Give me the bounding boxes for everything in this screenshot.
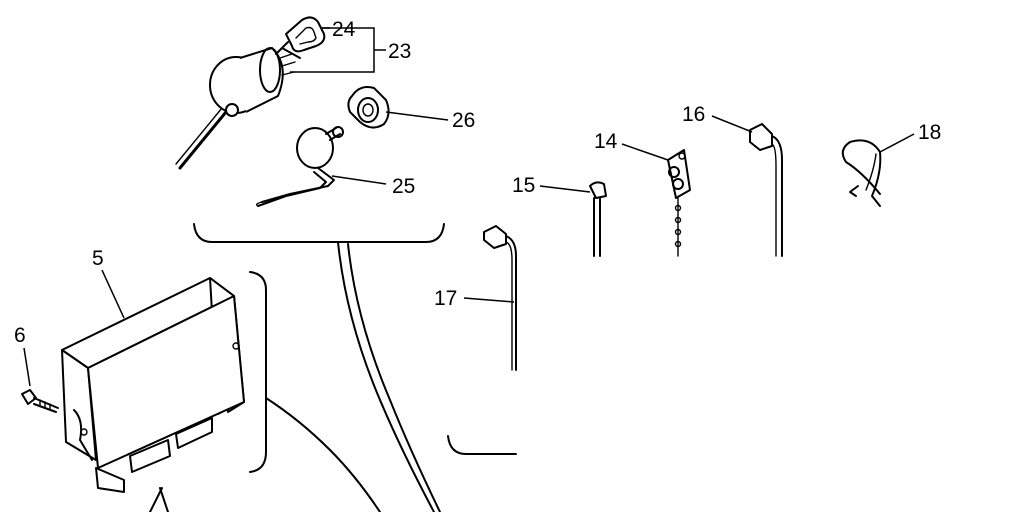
callout-23: 23 bbox=[388, 40, 411, 63]
leader-14 bbox=[621, 143, 669, 161]
connector-15-drawing bbox=[589, 181, 607, 257]
key-drawing bbox=[275, 16, 326, 59]
connector-14-drawing bbox=[667, 149, 691, 257]
leader-5 bbox=[101, 269, 125, 319]
clip-drawing bbox=[841, 139, 882, 207]
leader-15 bbox=[539, 185, 591, 193]
leader-25 bbox=[331, 175, 387, 185]
callout-5: 5 bbox=[92, 247, 104, 270]
harness-line bbox=[337, 241, 435, 512]
control-unit-drawing bbox=[61, 277, 245, 493]
connector-16-drawing bbox=[749, 123, 783, 257]
bolt-drawing bbox=[21, 389, 59, 413]
callout-14: 14 bbox=[594, 130, 618, 153]
blank-region bbox=[518, 258, 1024, 512]
leader-16 bbox=[711, 115, 753, 133]
collar-drawing bbox=[347, 86, 390, 129]
leader-26 bbox=[385, 111, 449, 121]
callout-17: 17 bbox=[434, 287, 457, 310]
ignition-switch-drawing bbox=[175, 47, 296, 170]
upper-group-brace bbox=[193, 223, 445, 243]
callout-18: 18 bbox=[918, 121, 941, 144]
leader-6 bbox=[23, 347, 31, 387]
leader-17 bbox=[463, 297, 515, 303]
callout-6: 6 bbox=[14, 324, 26, 347]
lower-group-brace bbox=[447, 435, 517, 455]
connector-17-drawing bbox=[483, 225, 517, 371]
callout-16: 16 bbox=[682, 103, 705, 126]
callout-15: 15 bbox=[512, 174, 535, 197]
callout-26: 26 bbox=[452, 109, 475, 132]
callout-24: 24 bbox=[332, 18, 356, 41]
sensor-25-drawing bbox=[255, 126, 344, 207]
callout-25: 25 bbox=[392, 175, 415, 198]
left-group-brace bbox=[249, 271, 267, 473]
leader-18 bbox=[879, 133, 915, 153]
